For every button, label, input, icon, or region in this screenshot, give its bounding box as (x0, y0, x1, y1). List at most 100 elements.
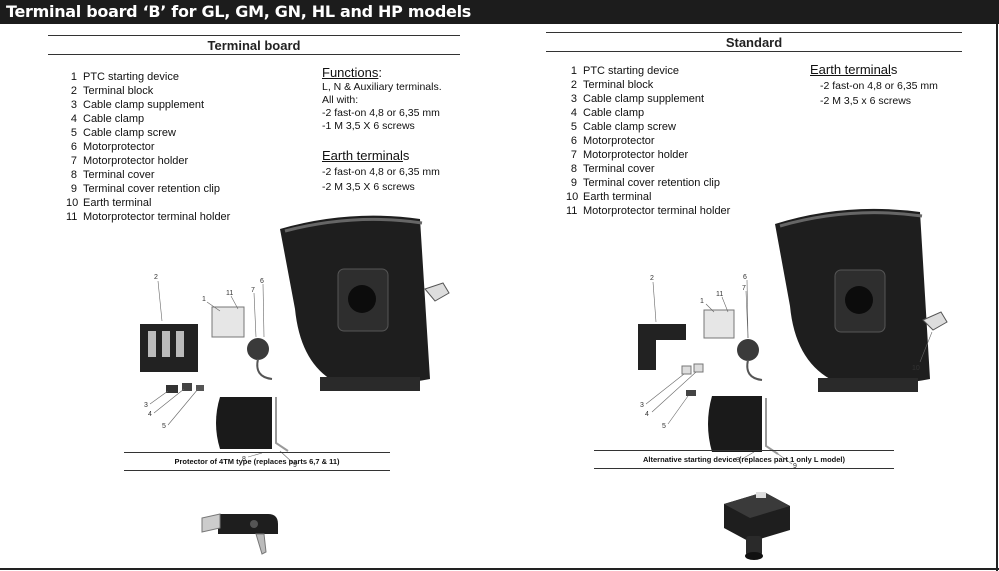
leader-lines (149, 280, 294, 464)
exploded-view-drawing: 2 1 11 6 7 10 3 4 5 8 9 (638, 208, 948, 470)
list-item: 11 Motorprotector terminal holder (566, 204, 730, 218)
socket-hole (348, 285, 376, 313)
protector-wire (256, 358, 273, 380)
callout-4: 4 (148, 411, 152, 418)
callout-2: 2 (154, 274, 158, 281)
functions-line: -2 fast-on 4,8 or 6,35 mm (322, 107, 440, 119)
functions-block: Functions: L, N & Auxiliary terminals. A… (322, 66, 442, 133)
functions-line: All with: (322, 94, 359, 106)
part-label: Earth terminal (83, 197, 152, 209)
mount-foot (818, 378, 918, 392)
protector-4tm-image (201, 513, 278, 555)
exploded-view-drawing: 2 1 11 7 6 3 4 5 8 9 (140, 215, 450, 469)
part-number: 6 (570, 135, 577, 147)
part-number: 6 (70, 141, 77, 153)
functions-line: L, N & Auxiliary terminals. (322, 81, 442, 93)
earth-heading-tail: s (402, 148, 410, 163)
functions-line: -1 M 3,5 X 6 screws (322, 120, 415, 132)
part-label: PTC starting device (583, 65, 679, 77)
part-number: 1 (70, 71, 77, 83)
callout-11: 11 (716, 291, 723, 298)
part-label: Terminal cover (83, 169, 155, 181)
part-number: 10 (66, 197, 79, 209)
panel-heading: Standard (546, 32, 962, 52)
part-number: 8 (570, 163, 577, 175)
alternative-part-caption: Alternative starting device (replaces pa… (594, 450, 894, 469)
callout-8: 8 (242, 456, 246, 463)
earth-line: -2 fast-on 4,8 or 6,35 mm (820, 80, 938, 92)
part-label: Motorprotector (583, 135, 655, 147)
earth-heading: Earth terminal (322, 148, 403, 163)
callout-2: 2 (650, 275, 654, 282)
part-label: Motorprotector terminal holder (583, 205, 731, 217)
part-number: 9 (70, 183, 77, 195)
motorprotector (737, 339, 759, 361)
terminal-cover (708, 396, 762, 452)
part-number: 11 (566, 205, 578, 217)
part-label: Terminal cover retention clip (83, 183, 220, 195)
earth-clip (424, 282, 450, 302)
terminal-block (638, 324, 686, 370)
earth-heading-tail: s (890, 62, 898, 77)
part-number: 10 (566, 191, 579, 203)
panel-heading: Terminal board (48, 35, 460, 55)
protector-wire (746, 359, 763, 381)
right-border (996, 24, 998, 571)
list-item: 1 PTC starting device (66, 70, 230, 84)
list-item: 6 Motorprotector (66, 140, 230, 154)
callout-11: 11 (226, 290, 233, 297)
callout-7: 7 (742, 285, 746, 292)
part-label: Motorprotector holder (583, 149, 689, 161)
callout-6: 6 (260, 278, 264, 285)
part-number: 3 (570, 93, 577, 105)
functions-heading: Functions (322, 65, 379, 80)
motorprotector (247, 338, 269, 360)
cable-clamp (681, 365, 692, 375)
part-label: Motorprotector (83, 141, 155, 153)
callout-6: 6 (743, 274, 747, 281)
list-item: 3 Cable clamp supplement (566, 92, 730, 106)
callout-8: 8 (736, 457, 740, 464)
part-label: Motorprotector terminal holder (83, 211, 231, 223)
part-number: 4 (70, 113, 77, 125)
part-label: Cable clamp supplement (583, 93, 705, 105)
part-number: 7 (570, 149, 577, 161)
part-number: 4 (570, 107, 577, 119)
part-label: PTC starting device (83, 71, 179, 83)
callout-labels: 2 1 11 7 6 3 4 5 8 9 (144, 274, 297, 469)
terminal-pin (162, 331, 170, 357)
list-item: 9 Terminal cover retention clip (66, 182, 230, 196)
part-number: 2 (570, 79, 577, 91)
earth-clip (922, 311, 948, 331)
part-label: Motorprotector holder (83, 155, 189, 167)
list-item: 1 PTC starting device (566, 64, 730, 78)
cable-clamp-screw (196, 385, 204, 391)
part-number: 7 (70, 155, 77, 167)
part-label: Terminal block (83, 85, 154, 97)
part-label: Terminal block (583, 79, 654, 91)
callout-3: 3 (144, 402, 148, 409)
terminal-pin (176, 331, 184, 357)
list-item: 8 Terminal cover (566, 162, 730, 176)
earth-line: -2 M 3,5 X 6 screws (322, 181, 415, 193)
list-item: 7 Motorprotector holder (66, 154, 230, 168)
part-number: 11 (66, 211, 78, 223)
ptc-device (703, 309, 735, 339)
callout-5: 5 (162, 423, 166, 430)
alternative-part-caption: Protector of 4TM type (replaces parts 6,… (124, 452, 390, 471)
cable-clamp-screw (686, 390, 696, 396)
callout-3: 3 (640, 402, 644, 409)
part-number: 1 (570, 65, 577, 77)
part-label: Terminal cover (583, 163, 655, 175)
callout-9: 9 (793, 463, 797, 470)
